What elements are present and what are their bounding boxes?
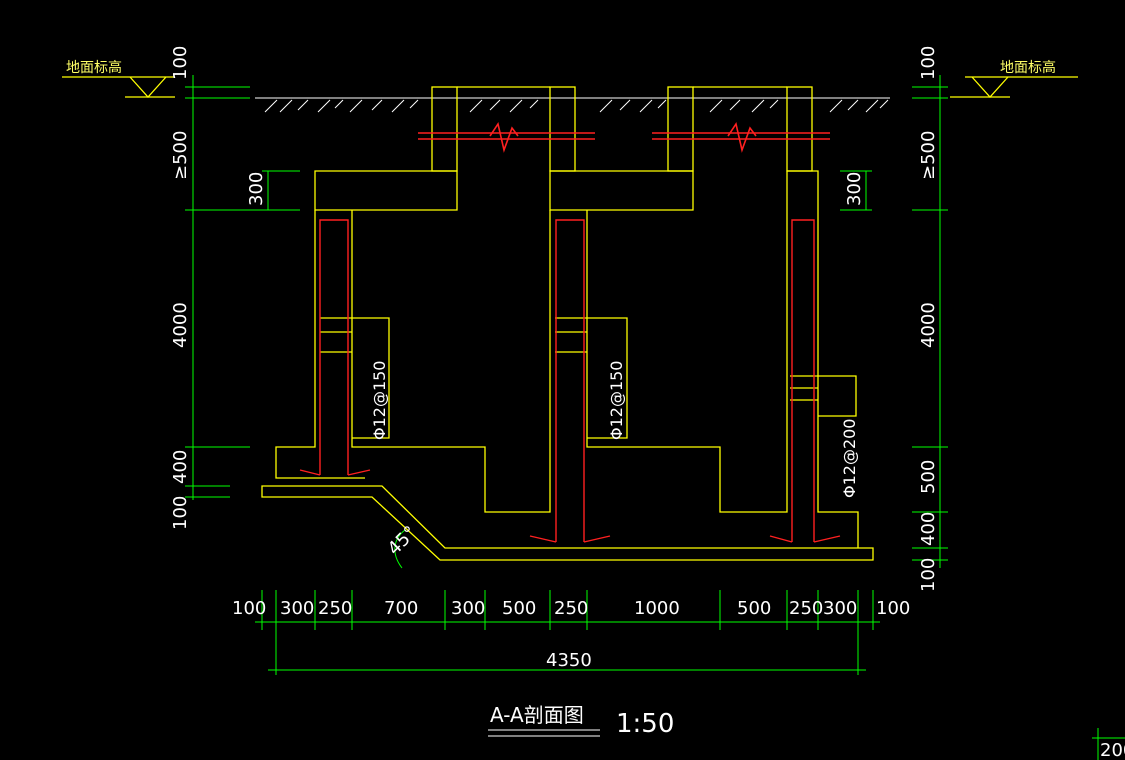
dim-left-500: ≥500: [170, 131, 191, 180]
pipe-left: [418, 122, 595, 153]
dim-bottom-11: 300: [823, 598, 857, 619]
structure-outline: [261, 86, 874, 561]
dim-bottom-total: 4350: [546, 650, 592, 671]
dim-right-400: 400: [918, 512, 939, 546]
dim-bottom-1: 100: [232, 598, 266, 619]
dimension-bottom: 100 300 250 700 300 500 250 1000 500 250…: [232, 590, 910, 675]
dim-right-100: 100: [918, 46, 939, 80]
dim-right-4000: 4000: [918, 302, 939, 348]
dim-right-100b: 100: [918, 558, 939, 592]
dim-bottom-9: 500: [737, 598, 771, 619]
dim-left-100b: 100: [170, 496, 191, 530]
rebar-wall-2: [529, 219, 611, 543]
dim-bottom-8: 1000: [634, 598, 680, 619]
dim-bottom-12: 100: [876, 598, 910, 619]
dim-bottom-4: 700: [384, 598, 418, 619]
ground-level-label-left: 地面标高: [66, 59, 122, 76]
ground-line: [255, 97, 890, 113]
rebar-label-3: Φ12@200: [840, 419, 859, 499]
dim-left-400: 400: [170, 450, 191, 484]
corner-dim-label: 200: [1100, 740, 1125, 760]
dim-right-500b: 500: [918, 460, 939, 494]
dim-left-100: 100: [170, 46, 191, 80]
ground-level-marker-right: 地面标高: [950, 59, 1078, 98]
rebar-label-2: Φ12@150: [607, 361, 626, 441]
ground-level-marker-left: 地面标高: [62, 59, 175, 98]
dim-right-300: 300: [844, 172, 865, 206]
rebar-wall-3: [769, 219, 841, 543]
drawing-title: A-A剖面图: [490, 703, 584, 727]
dim-bottom-2: 300: [280, 598, 314, 619]
dimension-right: 100 ≥500 300 4000 500 400 100: [840, 46, 948, 592]
pipe-right: [652, 122, 830, 153]
dim-bottom-6: 500: [502, 598, 536, 619]
dimension-left: 100 ≥500 300 4000 400 100: [170, 46, 300, 530]
dim-bottom-3: 250: [318, 598, 352, 619]
dim-bottom-7: 250: [554, 598, 588, 619]
rebar-wall-1: [299, 219, 371, 476]
dim-bottom-10: 250: [789, 598, 823, 619]
angle-label: 45°: [384, 522, 421, 559]
ground-level-label-right: 地面标高: [1000, 59, 1056, 76]
dim-right-500: ≥500: [918, 131, 939, 180]
drawing-scale: 1:50: [616, 709, 674, 739]
corner-dimension: 200: [1092, 728, 1125, 760]
dim-left-300: 300: [246, 172, 267, 206]
angle-annotation: 45°: [384, 522, 421, 569]
rebar-label-1: Φ12@150: [370, 361, 389, 441]
drawing-title-block: A-A剖面图 1:50: [488, 703, 674, 739]
dim-bottom-5: 300: [451, 598, 485, 619]
dim-left-4000: 4000: [170, 302, 191, 348]
